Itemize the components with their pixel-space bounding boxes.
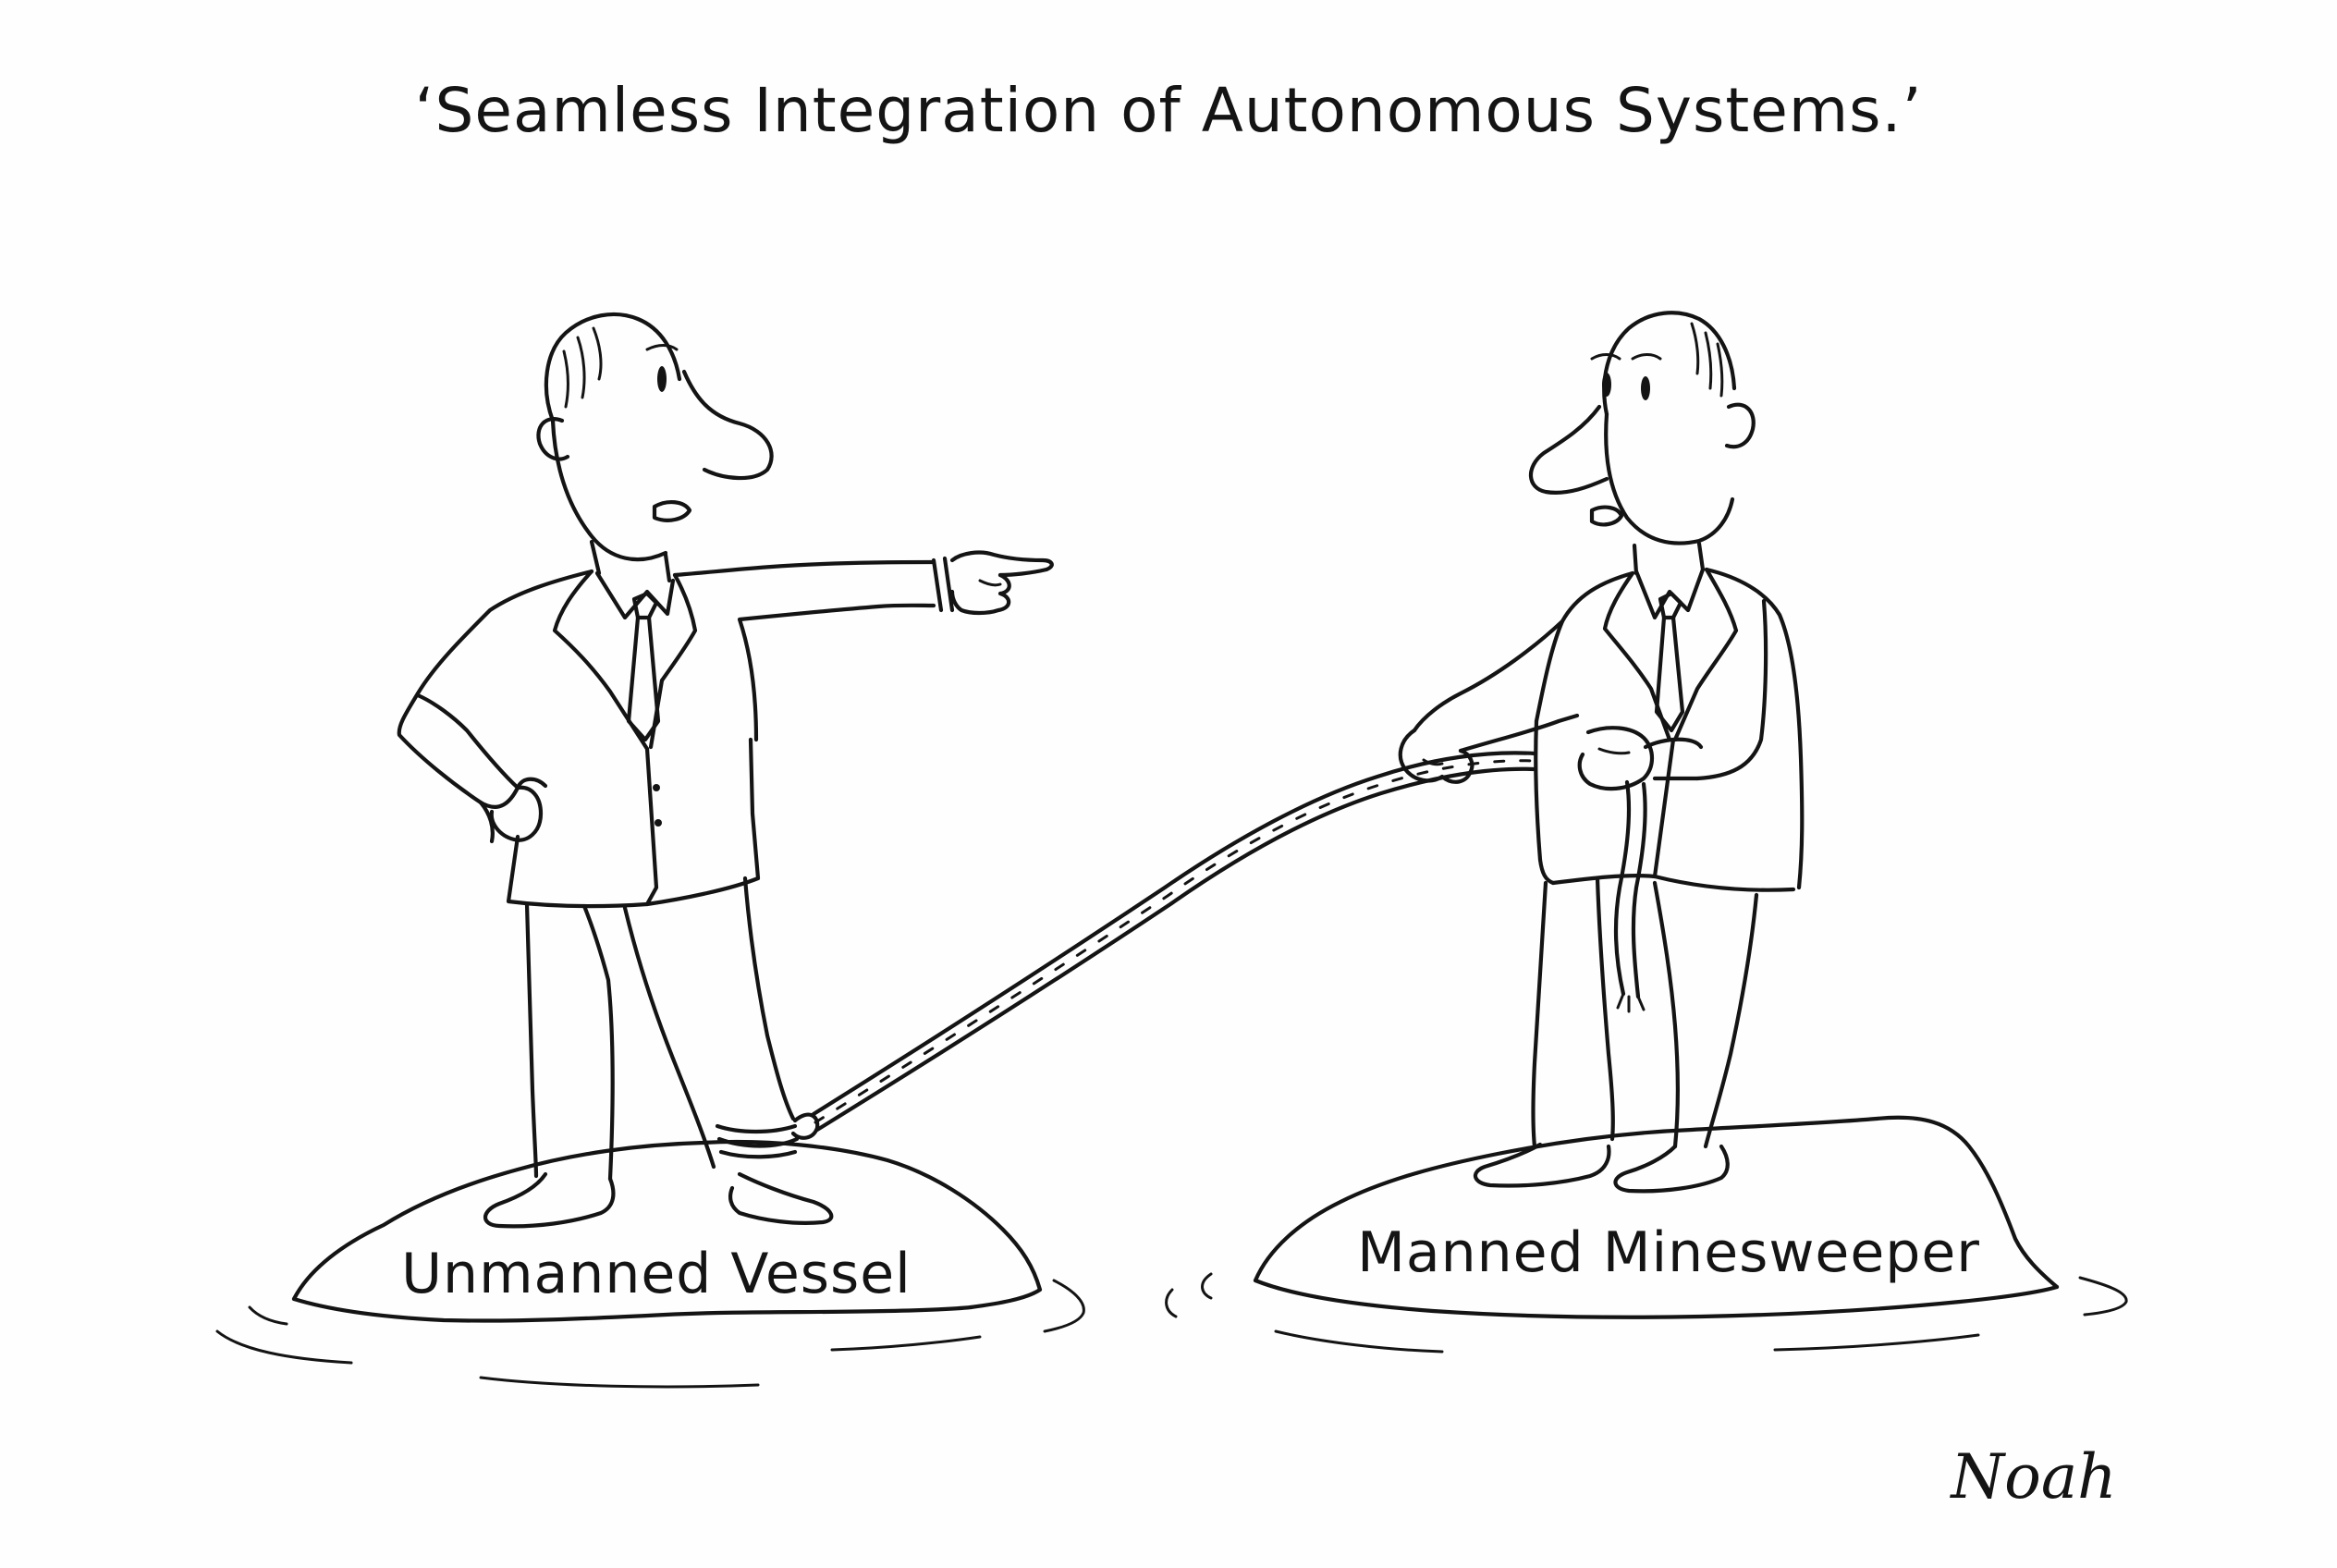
- right-man: [1398, 311, 1805, 1194]
- left-man: [397, 312, 1054, 1229]
- left-island-label: Unmanned Vessel: [401, 1242, 912, 1306]
- right-island: [1165, 1115, 2128, 1354]
- tow-rope: [811, 751, 1647, 1133]
- left-island: [215, 1139, 1085, 1389]
- cartoon-caption: ‘Seamless Integration of Autonomous Syst…: [415, 75, 1923, 146]
- artist-signature: Noah: [1949, 1441, 2116, 1513]
- right-island-label: Manned Minesweeper: [1357, 1220, 1980, 1285]
